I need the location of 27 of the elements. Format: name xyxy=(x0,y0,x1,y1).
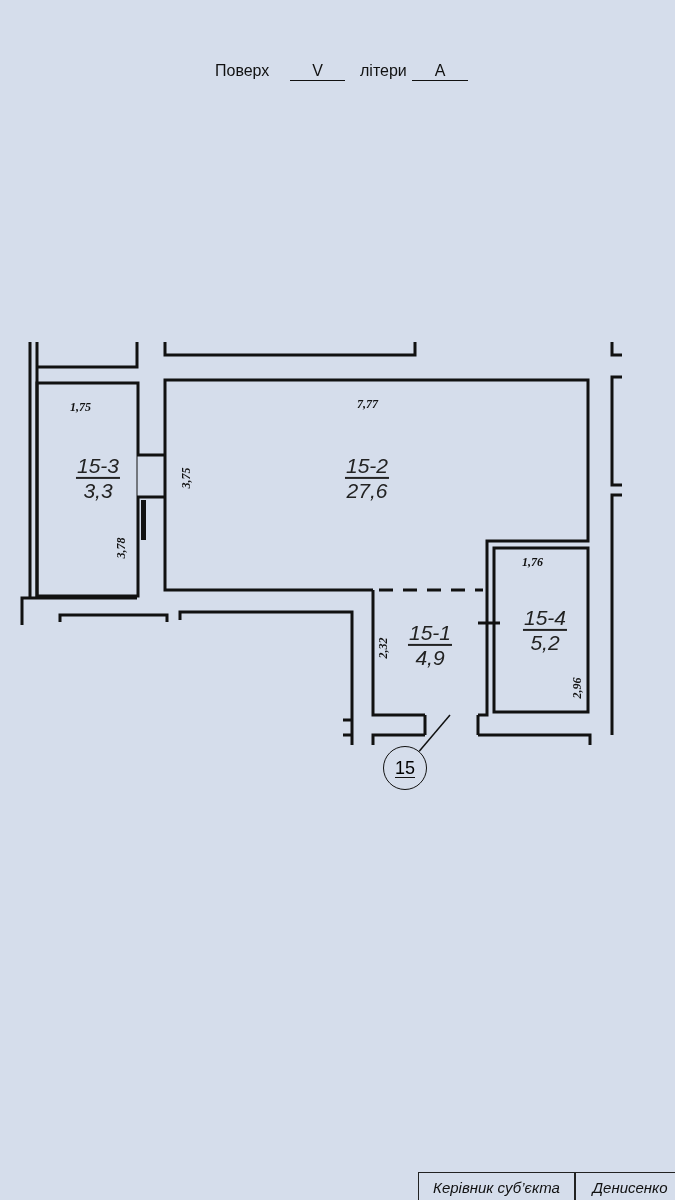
dimension-text: 3,75 xyxy=(178,467,194,489)
table-cell: Керівник суб’єкта xyxy=(418,1172,575,1200)
room-number: 15-3 xyxy=(76,453,120,479)
dimension-text: 1,76 xyxy=(522,555,543,570)
leader-line xyxy=(418,714,451,752)
room-outline xyxy=(494,548,588,712)
room-number: 15-4 xyxy=(523,605,567,631)
room-area: 4,9 xyxy=(415,646,445,670)
room-area: 27,6 xyxy=(346,479,388,503)
letter-caption: літери xyxy=(360,62,407,80)
dimension-text: 3,78 xyxy=(113,537,129,559)
floor-number: V xyxy=(290,62,345,81)
apartment-number: 15 xyxy=(395,758,415,778)
room-area: 3,3 xyxy=(83,479,113,503)
room-area: 5,2 xyxy=(530,631,560,655)
room-outline xyxy=(37,383,138,596)
room-outline xyxy=(373,590,487,715)
room-outline xyxy=(165,380,588,590)
dimension-text: 1,75 xyxy=(70,400,91,415)
room-number: 15-1 xyxy=(408,620,452,646)
floor-caption: Поверх xyxy=(215,62,270,80)
room-number: 15-2 xyxy=(345,453,389,479)
dimension-text: 7,77 xyxy=(357,397,378,412)
dimension-text: 2,96 xyxy=(569,677,585,699)
building-letter: А xyxy=(412,62,468,81)
table-cell: Денисенко xyxy=(575,1172,675,1200)
dimension-text: 2,32 xyxy=(375,637,391,659)
